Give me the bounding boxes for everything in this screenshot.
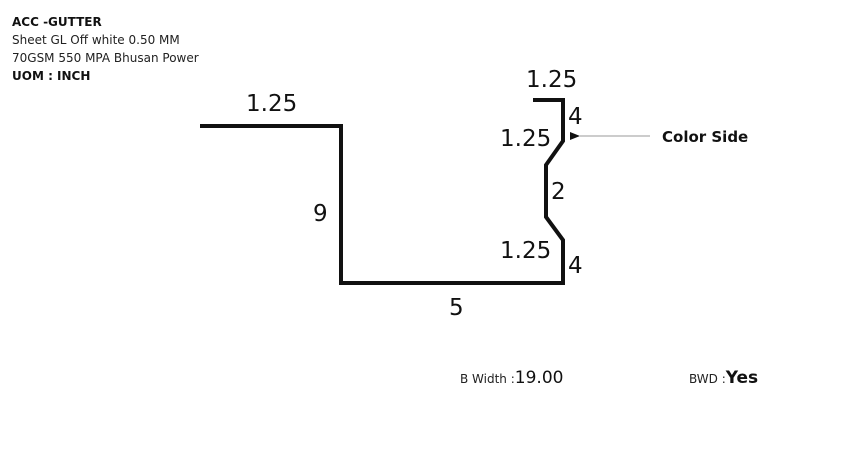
material-spec: Sheet GL Off white 0.50 MM [12, 33, 180, 47]
dim-lip-top: 1.25 [526, 67, 577, 93]
dim-left-side: 9 [313, 201, 328, 227]
dim-upper-slant: 1.25 [500, 126, 551, 152]
bwd-label: BWD : [689, 372, 726, 386]
dim-lower-slant: 1.25 [500, 238, 551, 264]
bwd-value: Yes [725, 368, 759, 388]
product-title: ACC -GUTTER [12, 15, 102, 29]
dim-lower-vertical: 4 [568, 253, 583, 279]
dim-top-flange: 1.25 [246, 91, 297, 117]
grade-spec: 70GSM 550 MPA Bhusan Power [12, 51, 199, 65]
spec-header: ACC -GUTTER Sheet GL Off white 0.50 MM 7… [12, 13, 199, 85]
b-width-value: 19.00 [514, 368, 564, 388]
dim-bottom: 5 [449, 295, 464, 321]
b-width: B Width :19.00 [460, 368, 563, 388]
color-side-label: Color Side [662, 128, 748, 146]
dim-middle: 2 [551, 179, 566, 205]
bwd: BWD :Yes [689, 368, 758, 388]
unit-of-measure: UOM : INCH [12, 69, 91, 83]
gutter-profile-line [200, 98, 565, 285]
b-width-label: B Width : [460, 372, 515, 386]
dim-upper-vertical: 4 [568, 104, 583, 130]
